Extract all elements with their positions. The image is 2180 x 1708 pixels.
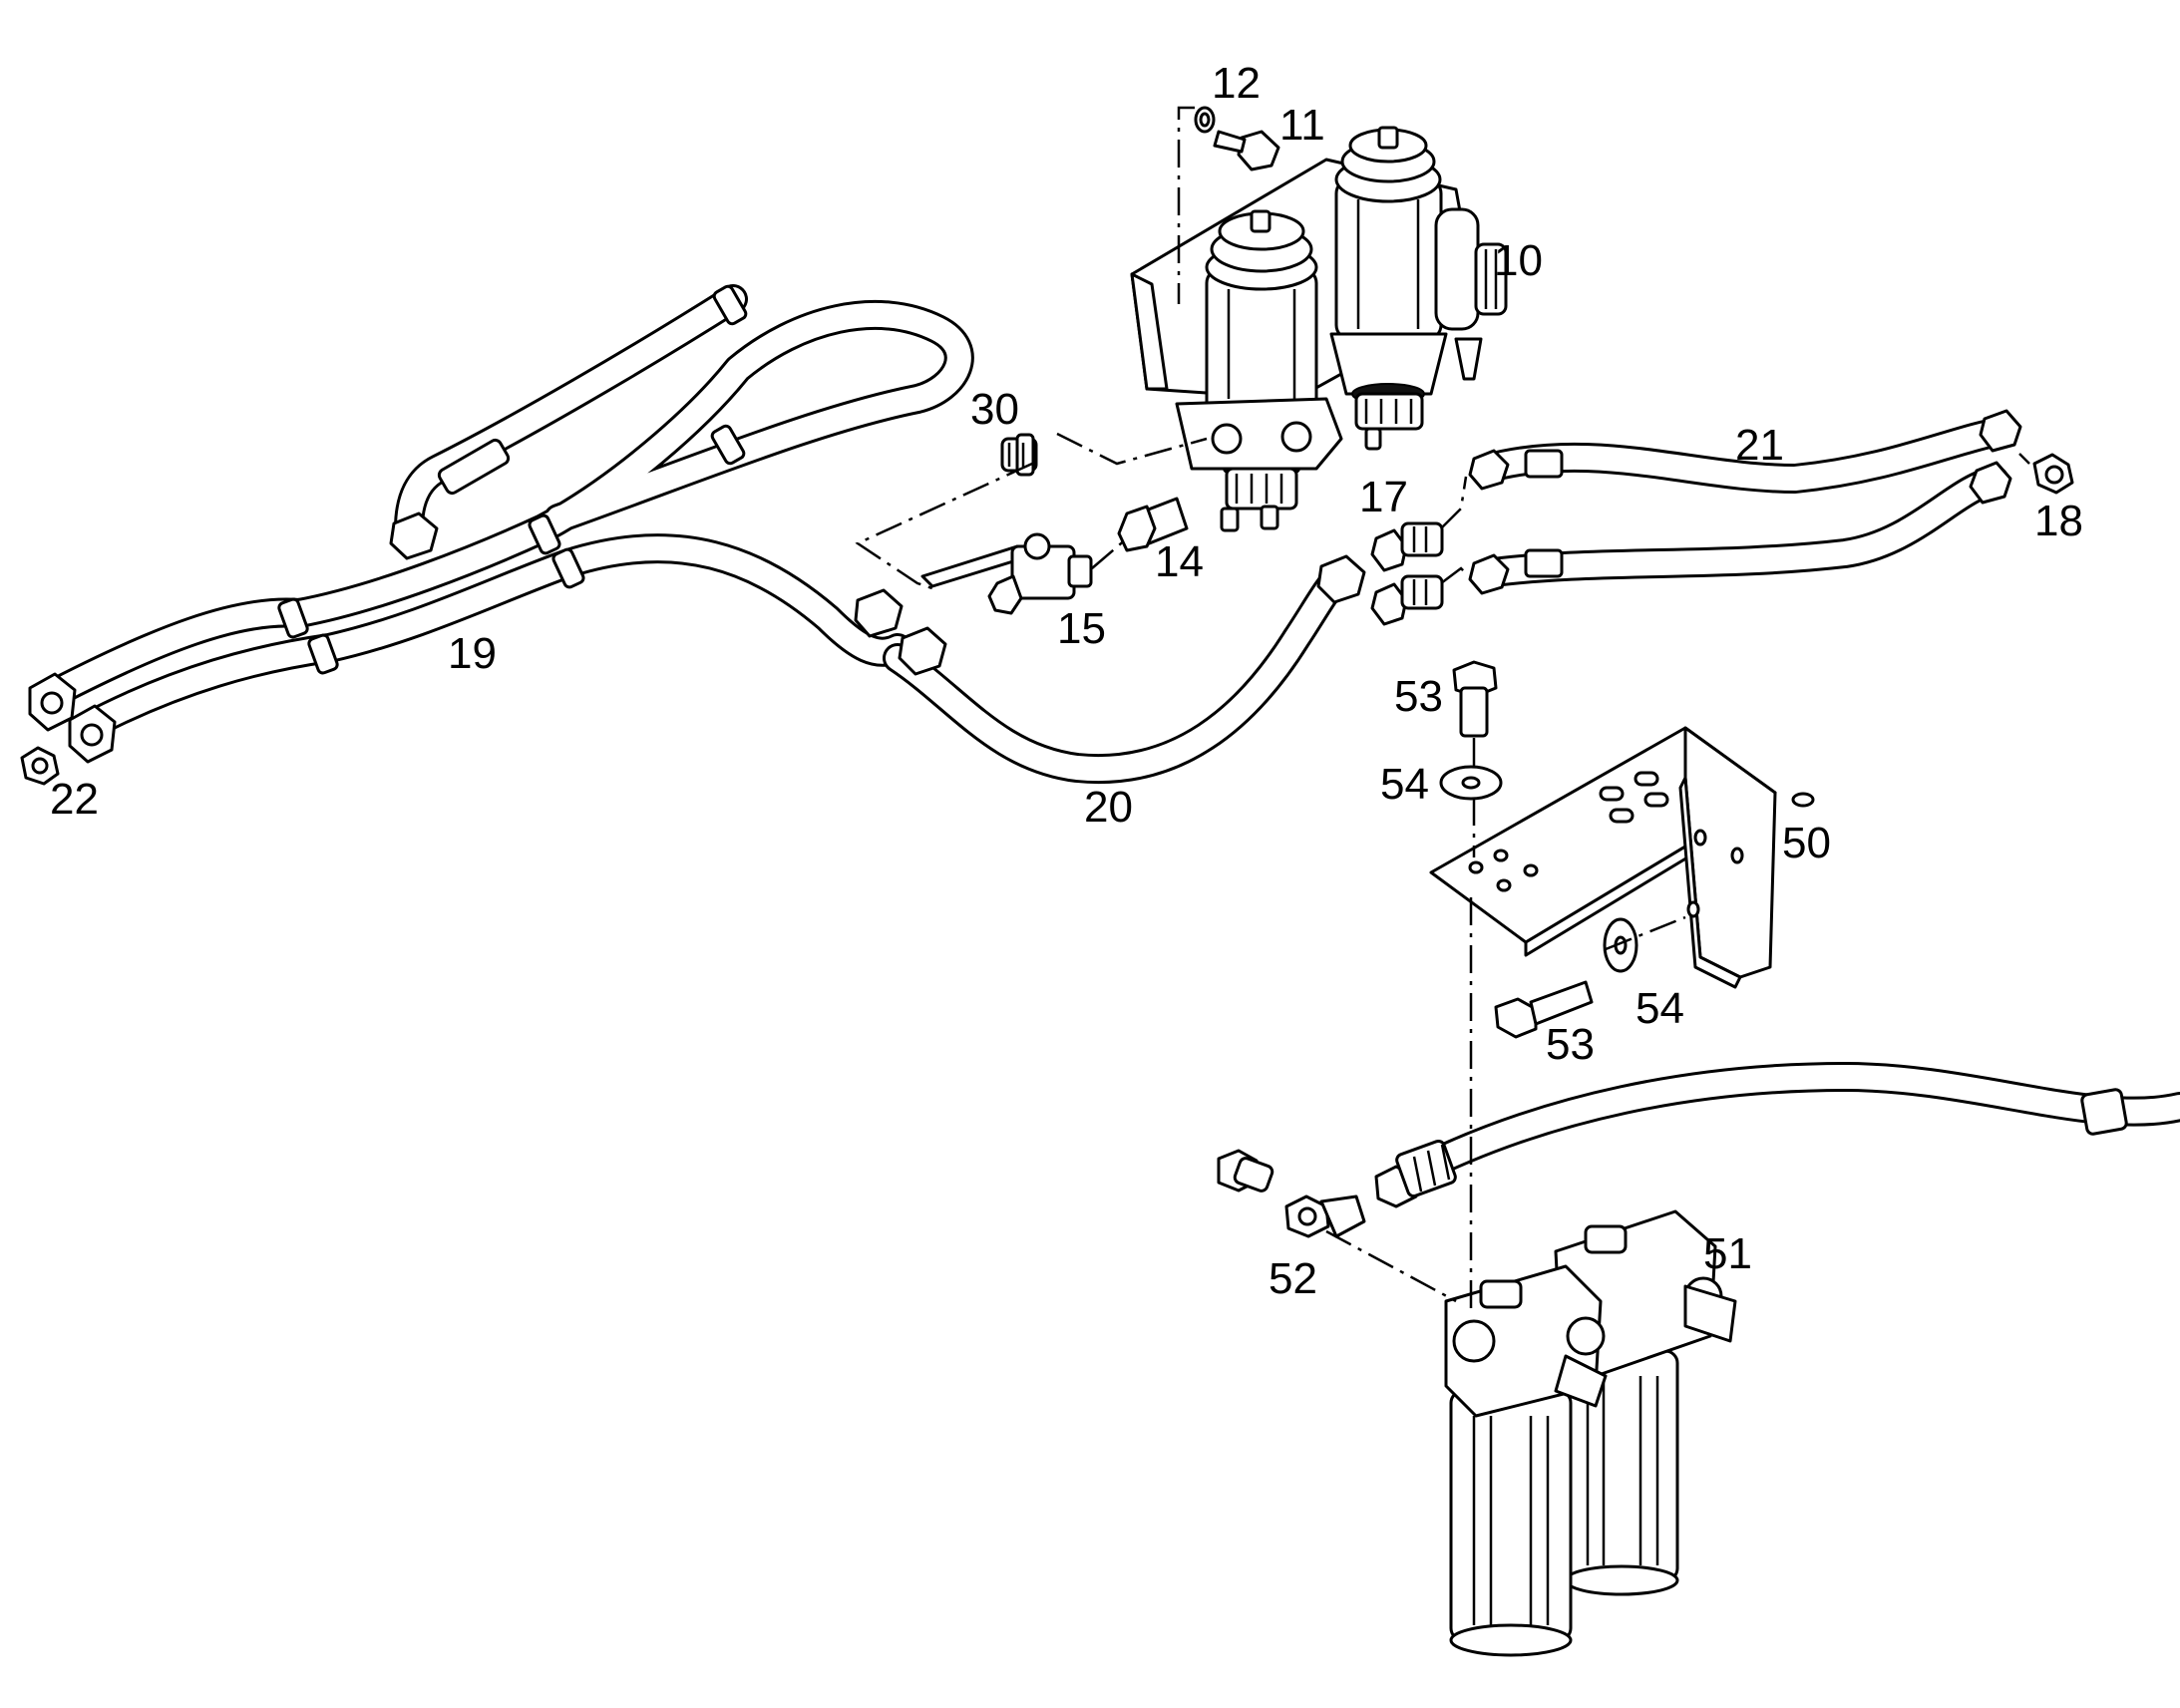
bracket-50 xyxy=(1429,726,1815,989)
callout-18: 18 xyxy=(2034,497,2083,545)
callout-54-side: 54 xyxy=(1635,984,1684,1033)
callout-17: 17 xyxy=(1359,473,1408,521)
callout-22: 22 xyxy=(50,775,99,824)
callout-12: 12 xyxy=(1212,59,1261,108)
leader-lines xyxy=(855,106,2030,1316)
callout-30: 30 xyxy=(970,385,1019,434)
fuel-filter-assembly-10 xyxy=(1130,126,1508,532)
hose-to-filter-51 xyxy=(1401,1062,2180,1187)
callout-54-top: 54 xyxy=(1380,760,1429,809)
hose-end-52 xyxy=(1374,1088,2128,1208)
hose-21 xyxy=(1471,416,2019,588)
callout-53-side: 53 xyxy=(1546,1020,1595,1069)
callout-50: 50 xyxy=(1782,819,1831,867)
callout-52: 52 xyxy=(1269,1254,1317,1303)
washer-12 xyxy=(1194,106,1216,134)
fitting-18 xyxy=(2032,453,2074,495)
callout-10: 10 xyxy=(1494,236,1543,285)
callout-15: 15 xyxy=(1057,604,1106,653)
hose-19-upper xyxy=(30,284,974,713)
fitting-52 xyxy=(1217,1149,1366,1238)
callout-labels: 10 11 12 14 15 17 18 19 20 21 22 30 50 5… xyxy=(50,59,2083,1303)
fitting-17 xyxy=(1370,521,1444,626)
bolt-11 xyxy=(1213,130,1280,171)
callout-19: 19 xyxy=(448,629,497,678)
bolt-53-top xyxy=(1452,660,1498,738)
washer-54-side xyxy=(1603,917,1638,973)
bolt-53-side xyxy=(1494,980,1594,1039)
callout-11: 11 xyxy=(1279,101,1325,150)
fitting-14 xyxy=(1117,497,1189,552)
ball-valve-15 xyxy=(920,532,1093,615)
filter-assembly-51 xyxy=(1444,1209,1737,1657)
fitting-22 xyxy=(20,746,60,786)
hose-clamps xyxy=(277,284,1564,675)
hose-19-lower xyxy=(70,533,1356,785)
hose-end-fittings xyxy=(28,409,2022,764)
callout-51: 51 xyxy=(1703,1229,1752,1278)
callout-20: 20 xyxy=(1084,783,1133,832)
callout-21: 21 xyxy=(1735,421,1784,470)
washer-54-top xyxy=(1439,765,1503,801)
callout-14: 14 xyxy=(1155,537,1204,586)
callout-53-top: 53 xyxy=(1394,672,1443,721)
